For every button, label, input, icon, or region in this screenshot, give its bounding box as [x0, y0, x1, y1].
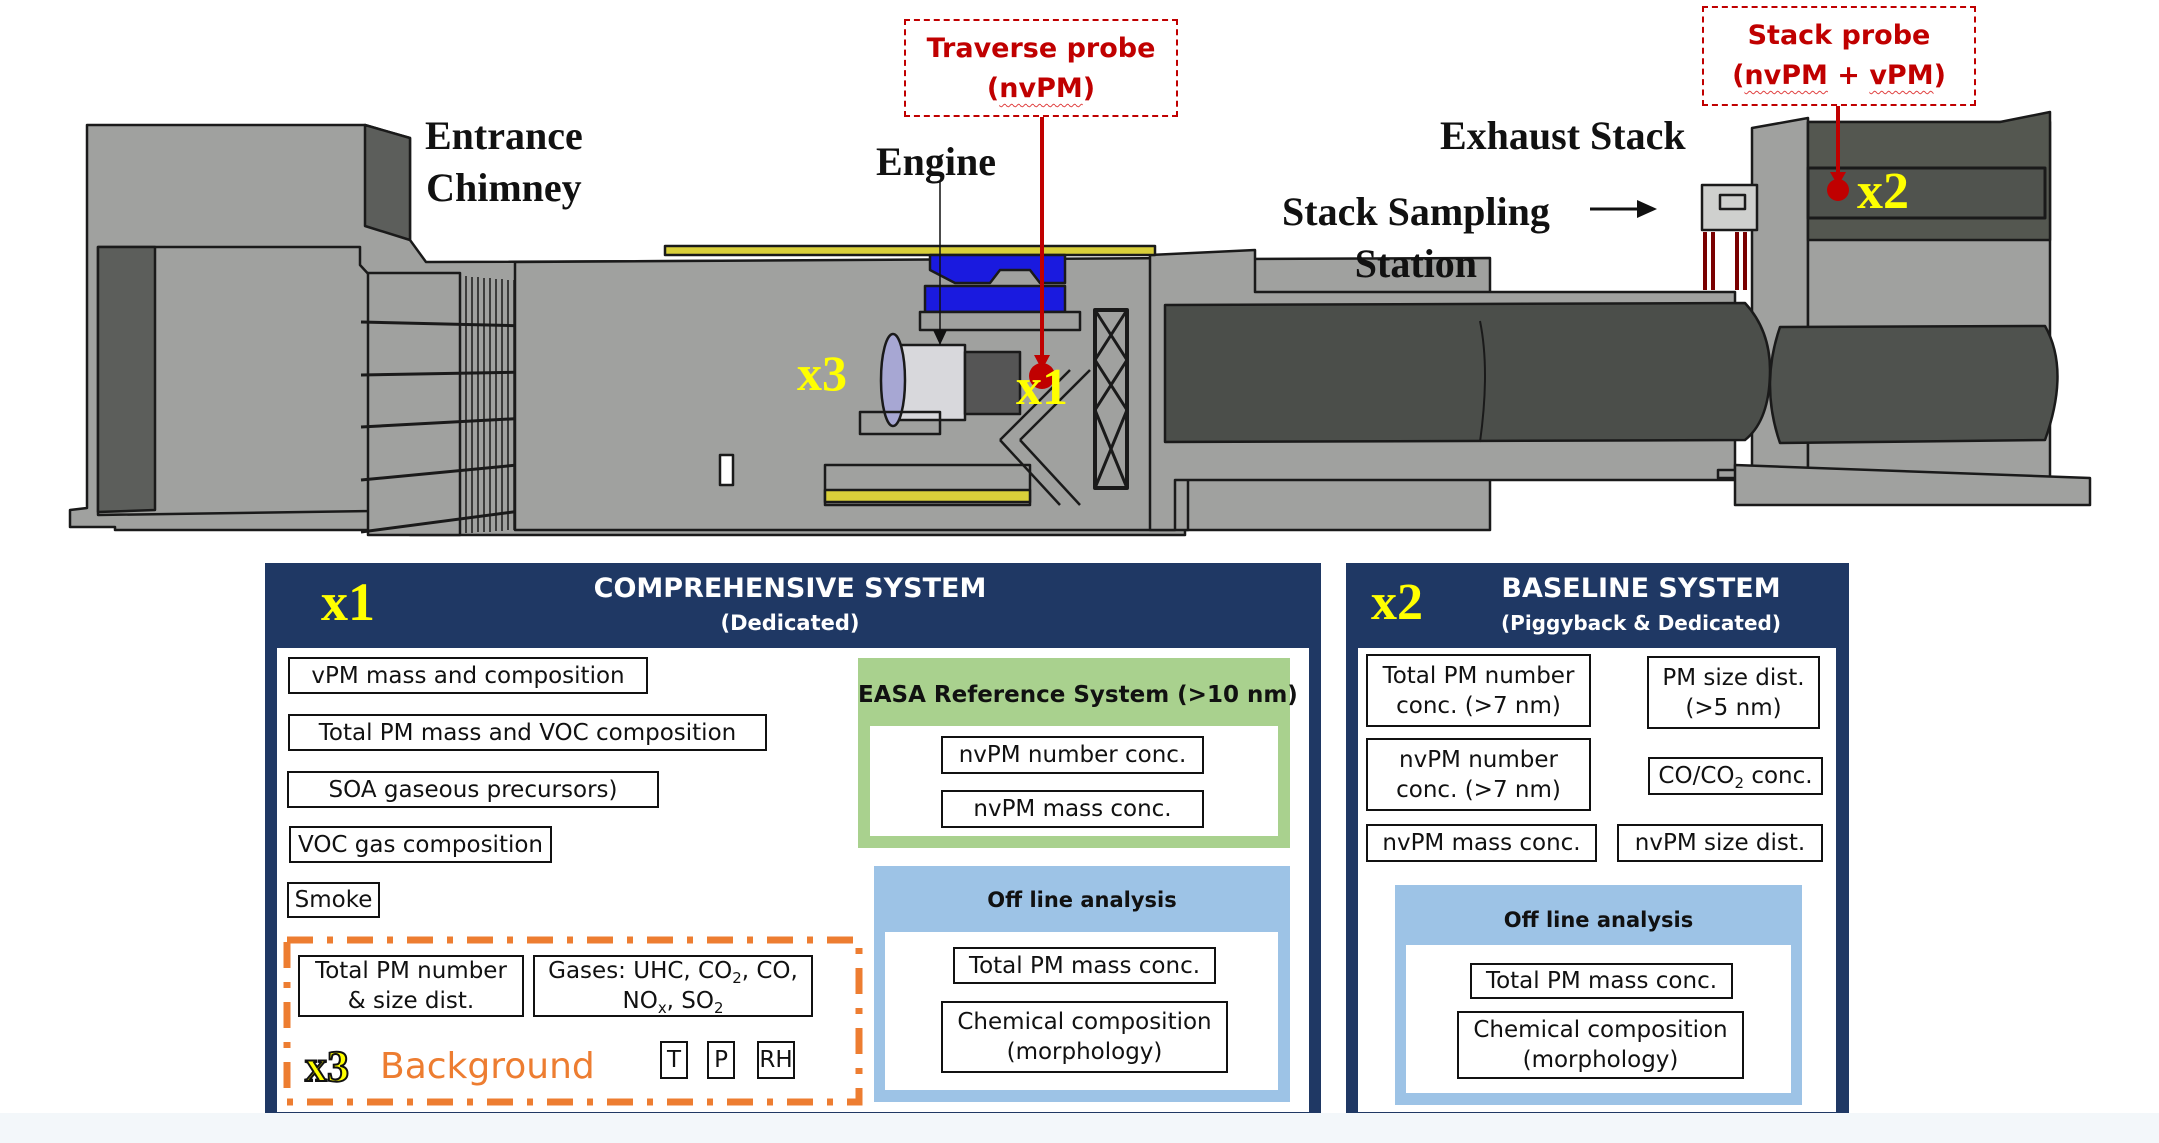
traverse-probe-title: Traverse probe — [926, 33, 1156, 64]
item-background-pm: Total PM number & size dist. — [298, 955, 524, 1017]
sensor-t: T — [660, 1041, 688, 1079]
exhaust-stack-label: Exhaust Stack — [1440, 113, 1686, 158]
sensor-rh: RH — [757, 1041, 795, 1079]
traverse-probe-species: (nvPM) — [986, 73, 1096, 104]
background-marker-x3: x3 — [304, 1042, 350, 1091]
marker-x1: x1 — [1016, 359, 1068, 416]
bg-gases-line2: NOx, SO2 — [622, 988, 724, 1018]
easa-nvpm-number: nvPM number conc. — [941, 736, 1204, 774]
easa-nvpm-mass: nvPM mass conc. — [941, 790, 1204, 828]
baseline-pm-size-dist: PM size dist. (>5 nm) — [1647, 656, 1820, 729]
offline-title-x1: Off line analysis — [987, 888, 1177, 912]
bl-nvpm-number-line1: nvPM number — [1399, 746, 1558, 773]
engine-thrust-stand — [928, 253, 1067, 285]
entrance-label-line1: Entrance — [425, 113, 583, 158]
offline-total-pm-mass-x2: Total PM mass conc. — [1470, 963, 1733, 999]
offline-chemical-composition-x1: Chemical composition (morphology) — [941, 1001, 1228, 1073]
bottom-strip — [0, 1113, 2159, 1143]
background-frame — [283, 936, 863, 1106]
bg-gases-line1: Gases: UHC, CO2, CO, — [548, 958, 798, 988]
offline-title-x2: Off line analysis — [1503, 908, 1694, 932]
bl-pm-size-line2: (>5 nm) — [1685, 694, 1782, 721]
bg-pm-line1: Total PM number — [315, 958, 507, 984]
item-voc-gas: VOC gas composition — [289, 826, 552, 863]
item-smoke: Smoke — [287, 882, 380, 918]
bl-nvpm-number-line2: conc. (>7 nm) — [1396, 776, 1561, 803]
baseline-nvpm-size: nvPM size dist. — [1617, 824, 1823, 862]
marker-x2: x2 — [1857, 163, 1909, 220]
chem2-line1: Chemical composition — [1473, 1017, 1728, 1043]
chem-line2: (morphology) — [1006, 1039, 1163, 1065]
item-total-pm-voc: Total PM mass and VOC composition — [288, 714, 767, 751]
support-tower — [1093, 308, 1129, 490]
panel-marker-x2: x2 — [1371, 574, 1423, 631]
bl-total-pm-line1: Total PM number — [1382, 662, 1575, 689]
baseline-total-pm-number: Total PM number conc. (>7 nm) — [1366, 654, 1591, 727]
sensor-p: P — [707, 1041, 735, 1079]
baseline-nvpm-mass: nvPM mass conc. — [1366, 824, 1597, 862]
stack-probe-species: (nvPM + vPM) — [1732, 60, 1946, 91]
baseline-subtitle: (Piggyback & Dedicated) — [1501, 611, 1781, 635]
item-background-gases: Gases: UHC, CO2, CO, NOx, SO2 — [533, 955, 813, 1017]
stack-probe-title: Stack probe — [1747, 20, 1931, 51]
baseline-title: BASELINE SYSTEM — [1501, 573, 1781, 604]
bl-total-pm-line2: conc. (>7 nm) — [1396, 692, 1561, 719]
test-cell-diagram — [68, 106, 2092, 537]
offline-total-pm-mass-x1: Total PM mass conc. — [953, 947, 1216, 984]
stack-probe-point — [1827, 179, 1849, 201]
exhaust-duct — [1163, 301, 1772, 444]
inlet-screen — [366, 271, 462, 537]
baseline-co-co2: CO/CO2 conc. — [1648, 757, 1823, 795]
bl-co-line: CO/CO2 conc. — [1658, 763, 1813, 793]
background-label: Background — [380, 1046, 595, 1087]
comprehensive-subtitle: (Dedicated) — [720, 611, 860, 635]
engine-label: Engine — [876, 139, 997, 184]
bg-pm-line2: & size dist. — [347, 988, 475, 1014]
offline-chemical-composition-x2: Chemical composition (morphology) — [1457, 1011, 1744, 1079]
entrance-chimney-label: Entrance Chimney — [425, 110, 583, 214]
chem2-line2: (morphology) — [1522, 1047, 1679, 1073]
item-vpm-mass: vPM mass and composition — [288, 657, 648, 694]
marker-x3: x3 — [797, 345, 847, 401]
stack-sampling-line1: Stack Sampling — [1282, 189, 1550, 234]
bl-pm-size-line1: PM size dist. — [1662, 664, 1805, 691]
baseline-nvpm-number: nvPM number conc. (>7 nm) — [1366, 738, 1591, 811]
stack-sampling-line2: Station — [1354, 241, 1478, 286]
traverse-probe-point — [1029, 363, 1055, 389]
item-soa-precursors: SOA gaseous precursors) — [287, 771, 659, 808]
entrance-label-line2: Chimney — [426, 165, 582, 210]
easa-title: EASA Reference System (>10 nm) — [858, 682, 1298, 708]
sampling-station-cabinet — [1700, 183, 1759, 232]
comprehensive-title: COMPREHENSIVE SYSTEM — [593, 573, 987, 604]
traverse-probe-callout: Traverse probe (nvPM) — [904, 19, 1178, 117]
panel-marker-x1: x1 — [321, 572, 375, 632]
stack-probe-callout: Stack probe (nvPM + vPM) — [1702, 6, 1976, 106]
stack-sampling-label: Stack Sampling Station — [1282, 186, 1550, 290]
chem-line1: Chemical composition — [957, 1009, 1212, 1035]
